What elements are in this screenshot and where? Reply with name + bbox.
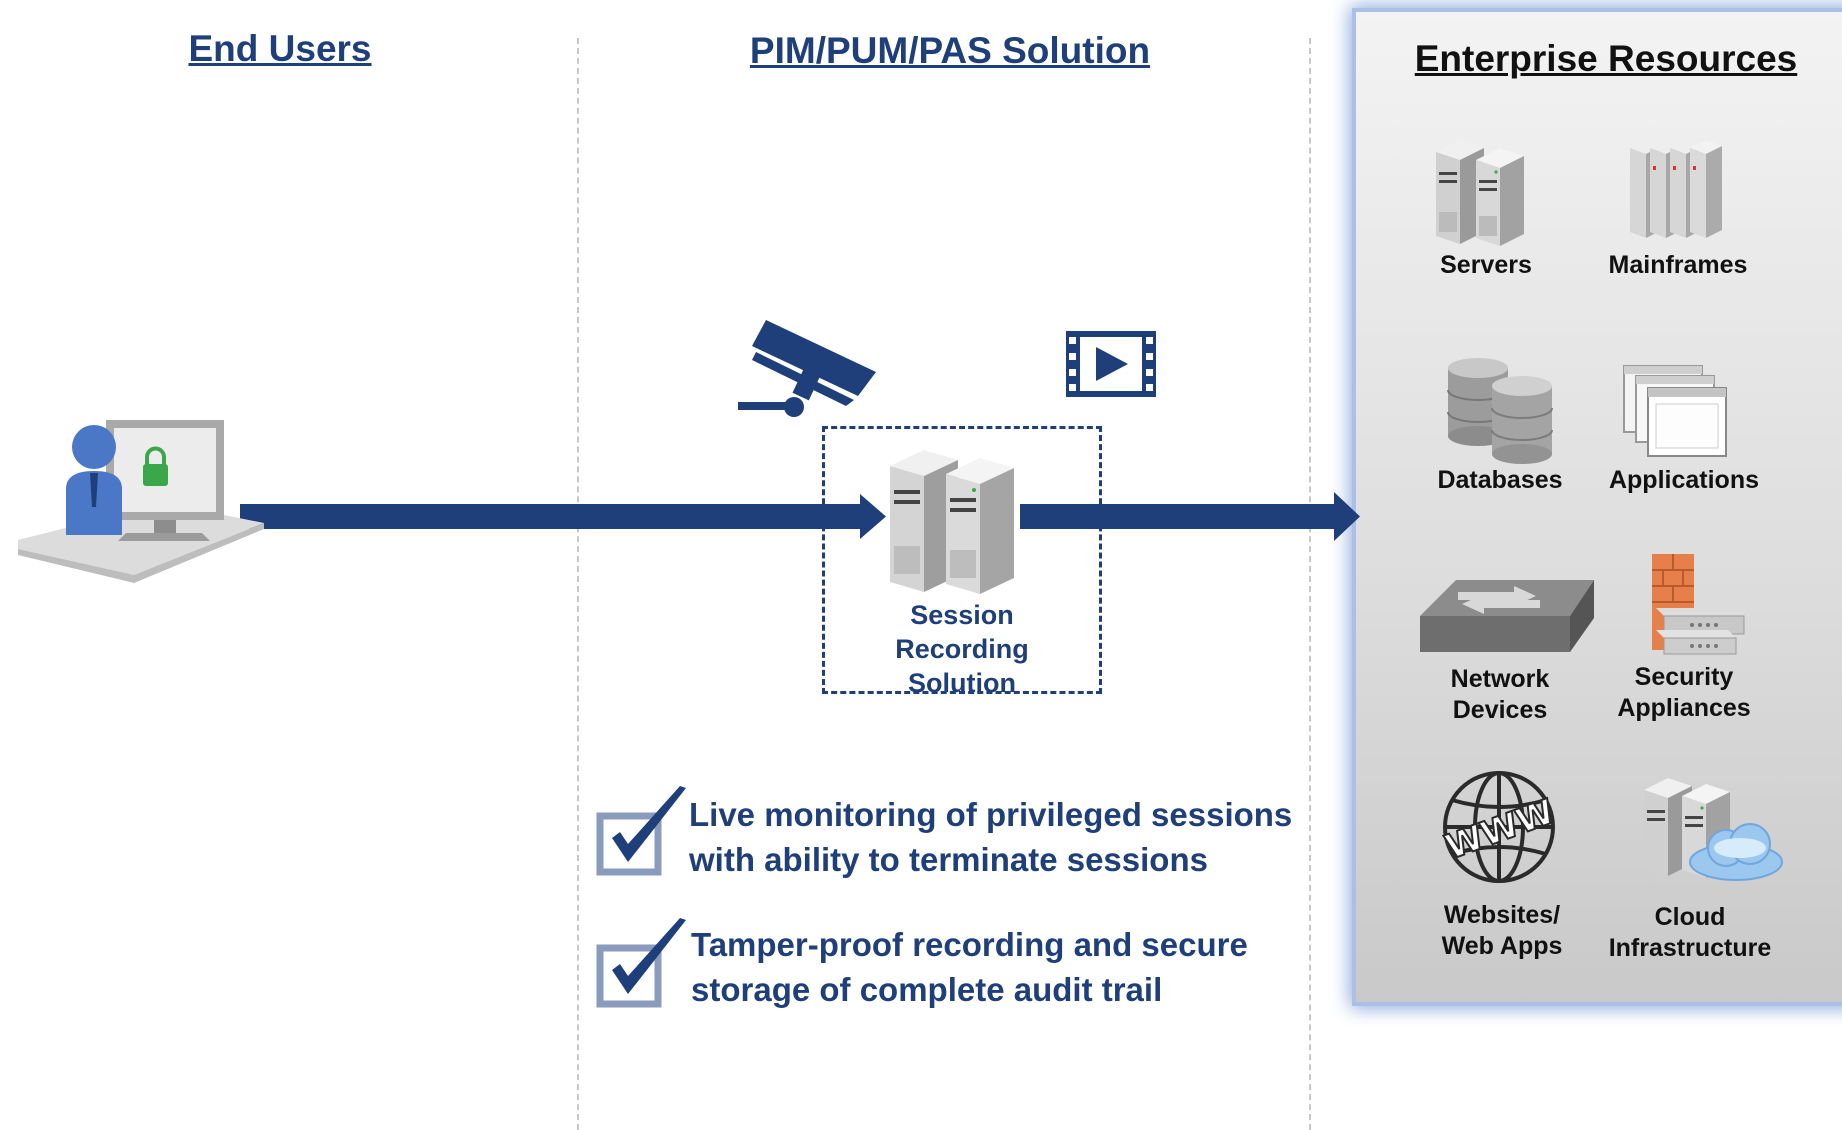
feature-live-monitoring: Live monitoring of privileged sessions w…	[689, 792, 1292, 882]
websites-line2: Web Apps	[1441, 932, 1563, 960]
security-appliances-label: Security Appliances	[1584, 662, 1784, 724]
session-label-line3: Solution	[908, 668, 1016, 698]
feature-tamper-proof: Tamper-proof recording and secure storag…	[691, 922, 1248, 1012]
network-switch-icon	[1420, 580, 1594, 652]
session-recording-box	[822, 426, 1102, 694]
security-appliances-line1: Security	[1634, 663, 1734, 691]
session-label-line2: Recording	[895, 634, 1029, 664]
network-devices-label: Network Devices	[1400, 664, 1600, 726]
cloud-infrastructure-label: Cloud Infrastructure	[1590, 902, 1790, 964]
arrow-head-right	[1334, 492, 1360, 541]
databases-label: Databases	[1437, 466, 1563, 494]
applications-label: Applications	[1608, 466, 1759, 494]
server-icon	[1436, 140, 1524, 246]
session-label-line1: Session	[910, 600, 1014, 630]
cloud-server-icon	[1644, 778, 1783, 881]
session-recording-label: Session Recording Solution	[862, 598, 1062, 700]
security-appliances-line2: Appliances	[1617, 694, 1751, 722]
session-server-icon	[890, 450, 1014, 594]
divider-left	[577, 38, 579, 1130]
feature-1-line2: with ability to terminate sessions	[689, 841, 1208, 878]
globe-www-icon: WWW	[1440, 771, 1558, 883]
websites-label: Websites/ Web Apps	[1402, 900, 1602, 962]
checkbox-check-icon	[596, 786, 686, 876]
enterprise-heading: Enterprise Resources	[1414, 38, 1798, 79]
feature-1-line1: Live monitoring of privileged sessions	[689, 796, 1293, 833]
feature-2-line1: Tamper-proof recording and secure	[691, 926, 1248, 963]
security-camera-icon	[738, 320, 876, 417]
divider-right	[1309, 38, 1311, 1130]
application-window-icon	[1623, 365, 1727, 457]
mainframe-icon	[1630, 140, 1722, 238]
cloud-line2: Infrastructure	[1608, 934, 1772, 962]
servers-label: Servers	[1440, 251, 1532, 279]
checkbox-check-icon	[596, 918, 686, 1008]
database-icon	[1447, 358, 1553, 464]
arrow-shaft-right	[1020, 504, 1336, 529]
end-users-heading: End Users	[188, 28, 372, 69]
cloud-line1: Cloud	[1654, 903, 1726, 931]
arrow-head-mid	[860, 494, 886, 539]
video-play-icon	[1066, 331, 1156, 397]
network-devices-line2: Devices	[1452, 696, 1548, 724]
solution-heading: PIM/PUM/PAS Solution	[749, 30, 1151, 71]
user-workstation-icon	[18, 420, 264, 583]
network-devices-line1: Network	[1450, 665, 1550, 693]
firewall-appliance-icon	[1652, 554, 1745, 655]
arrow-shaft-left	[240, 504, 860, 529]
feature-2-line2: storage of complete audit trail	[691, 971, 1163, 1008]
websites-line1: Websites/	[1443, 901, 1561, 929]
mainframes-label: Mainframes	[1608, 251, 1748, 279]
